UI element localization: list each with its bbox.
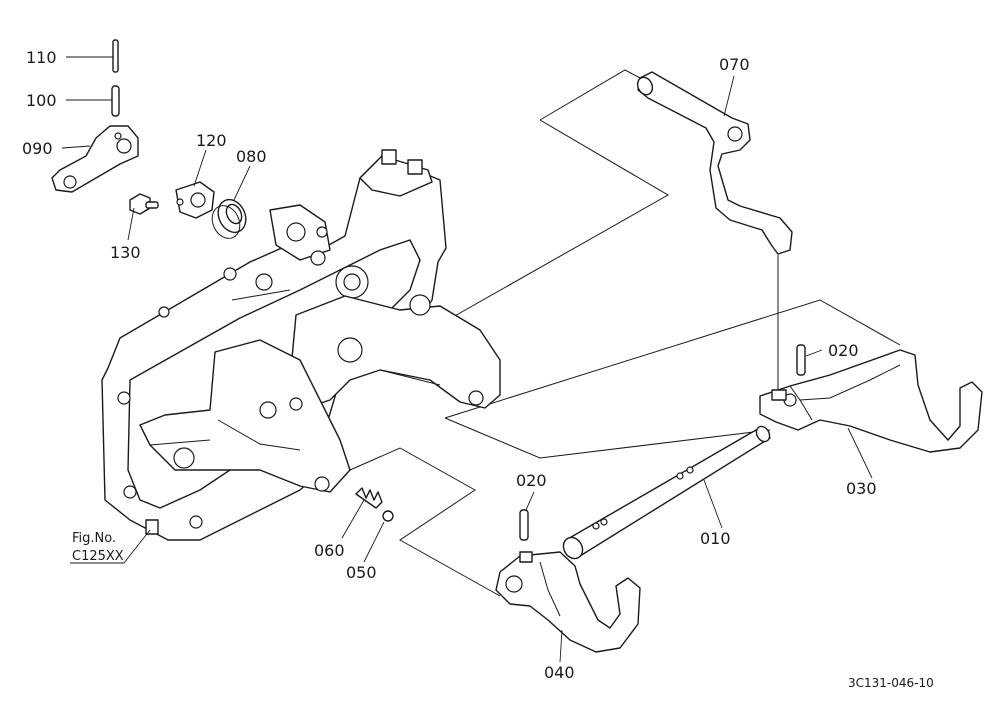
part-020-pin-lower xyxy=(519,509,529,541)
part-020-pin-upper xyxy=(796,344,806,376)
part-030-shift-fork xyxy=(759,349,983,453)
part-120-plate xyxy=(175,181,215,219)
assembly-guide-lines xyxy=(349,69,901,597)
label-080: 080 xyxy=(236,147,267,166)
label-090: 090 xyxy=(22,139,53,158)
label-030: 030 xyxy=(846,479,877,498)
label-070: 070 xyxy=(719,55,750,74)
part-050-ball xyxy=(382,510,394,522)
part-130-bolt xyxy=(129,193,159,215)
label-130: 130 xyxy=(110,243,141,262)
part-090-lever-arm xyxy=(51,125,139,193)
label-020-lower: 020 xyxy=(516,471,547,490)
label-040: 040 xyxy=(544,663,575,682)
part-040-shift-fork xyxy=(495,551,641,653)
figure-ref-line1: Fig.No. xyxy=(72,531,116,546)
transmission-case xyxy=(101,149,501,541)
part-labels: 110 100 090 120 080 130 070 020 030 020 … xyxy=(22,48,934,690)
figure-ref-line2: C125XX xyxy=(72,549,124,564)
drawing-code: 3C131-046-10 xyxy=(848,676,934,690)
part-100-pin xyxy=(111,85,120,117)
label-060: 060 xyxy=(314,541,345,560)
part-080-oil-seal xyxy=(211,198,247,239)
part-060-spring xyxy=(355,487,383,509)
label-050: 050 xyxy=(346,563,377,582)
part-010-fork-shaft xyxy=(562,425,771,560)
part-070-shift-lever xyxy=(636,71,793,255)
label-120: 120 xyxy=(196,131,227,150)
label-010: 010 xyxy=(700,529,731,548)
label-020-upper: 020 xyxy=(828,341,859,360)
part-110-spring-pin xyxy=(112,39,119,73)
leader-lines xyxy=(61,56,873,663)
label-110: 110 xyxy=(26,48,57,67)
label-100: 100 xyxy=(26,91,57,110)
